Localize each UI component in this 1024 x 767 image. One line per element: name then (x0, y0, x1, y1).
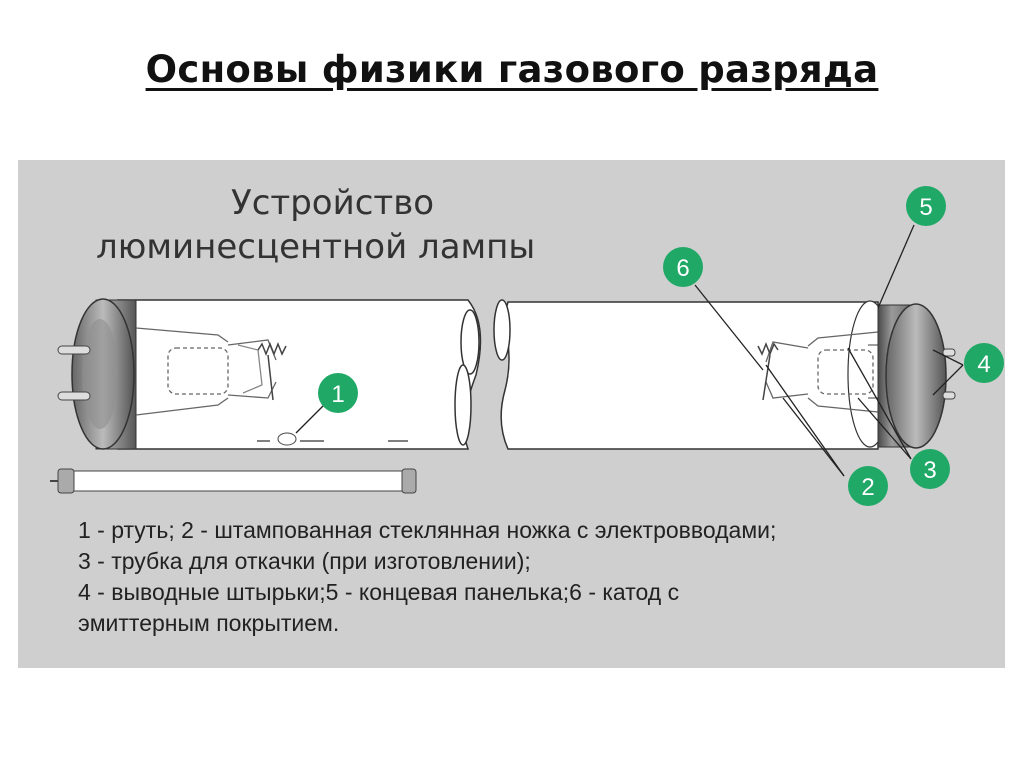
left-end-cap (71, 298, 137, 450)
right-tube-section (493, 299, 956, 450)
diagram-title-line-2: люминесцентной лампы (96, 227, 536, 267)
right-pins (942, 348, 956, 400)
svg-text:2: 2 (861, 474, 874, 501)
legend-line: 1 - ртуть; 2 - штампованная стеклянная н… (78, 517, 777, 543)
right-glass-stem (765, 331, 888, 413)
left-glass-stem (135, 327, 277, 416)
callout-3: 3 (910, 449, 950, 489)
callout-leaders (295, 224, 964, 477)
svg-text:5: 5 (919, 194, 932, 221)
svg-text:1: 1 (331, 381, 344, 408)
callout-1: 1 (318, 373, 358, 413)
left-cathode (257, 341, 287, 401)
svg-text:3: 3 (923, 457, 936, 484)
svg-text:6: 6 (676, 255, 689, 282)
right-cathode (757, 341, 779, 401)
callout-2: 2 (848, 466, 888, 506)
callout-6: 6 (663, 247, 703, 287)
right-end-cap (877, 303, 947, 449)
legend-line: 4 - выводные штырьки;5 - концевая панель… (78, 579, 680, 605)
diagram-panel: Устройство люминесцентной лампы (18, 160, 1005, 668)
callout-4: 4 (964, 343, 1004, 383)
left-tube-section (57, 298, 482, 450)
left-pins (57, 345, 91, 401)
lamp-drawing: 1 2 3 4 5 6 (50, 186, 1004, 506)
legend-line: 3 - трубка для откачки (при изготовлении… (78, 548, 531, 574)
diagram-title-line-1: Устройство (231, 183, 435, 223)
small-lamp-icon (50, 468, 417, 494)
slide-title: Основы физики газового разряда (145, 48, 879, 91)
mercury-drop (257, 432, 408, 446)
legend-line: эмиттерным покрытием. (78, 610, 340, 636)
svg-text:4: 4 (977, 351, 990, 378)
legend: 1 - ртуть; 2 - штампованная стеклянная н… (78, 515, 958, 639)
callout-5: 5 (906, 186, 946, 226)
